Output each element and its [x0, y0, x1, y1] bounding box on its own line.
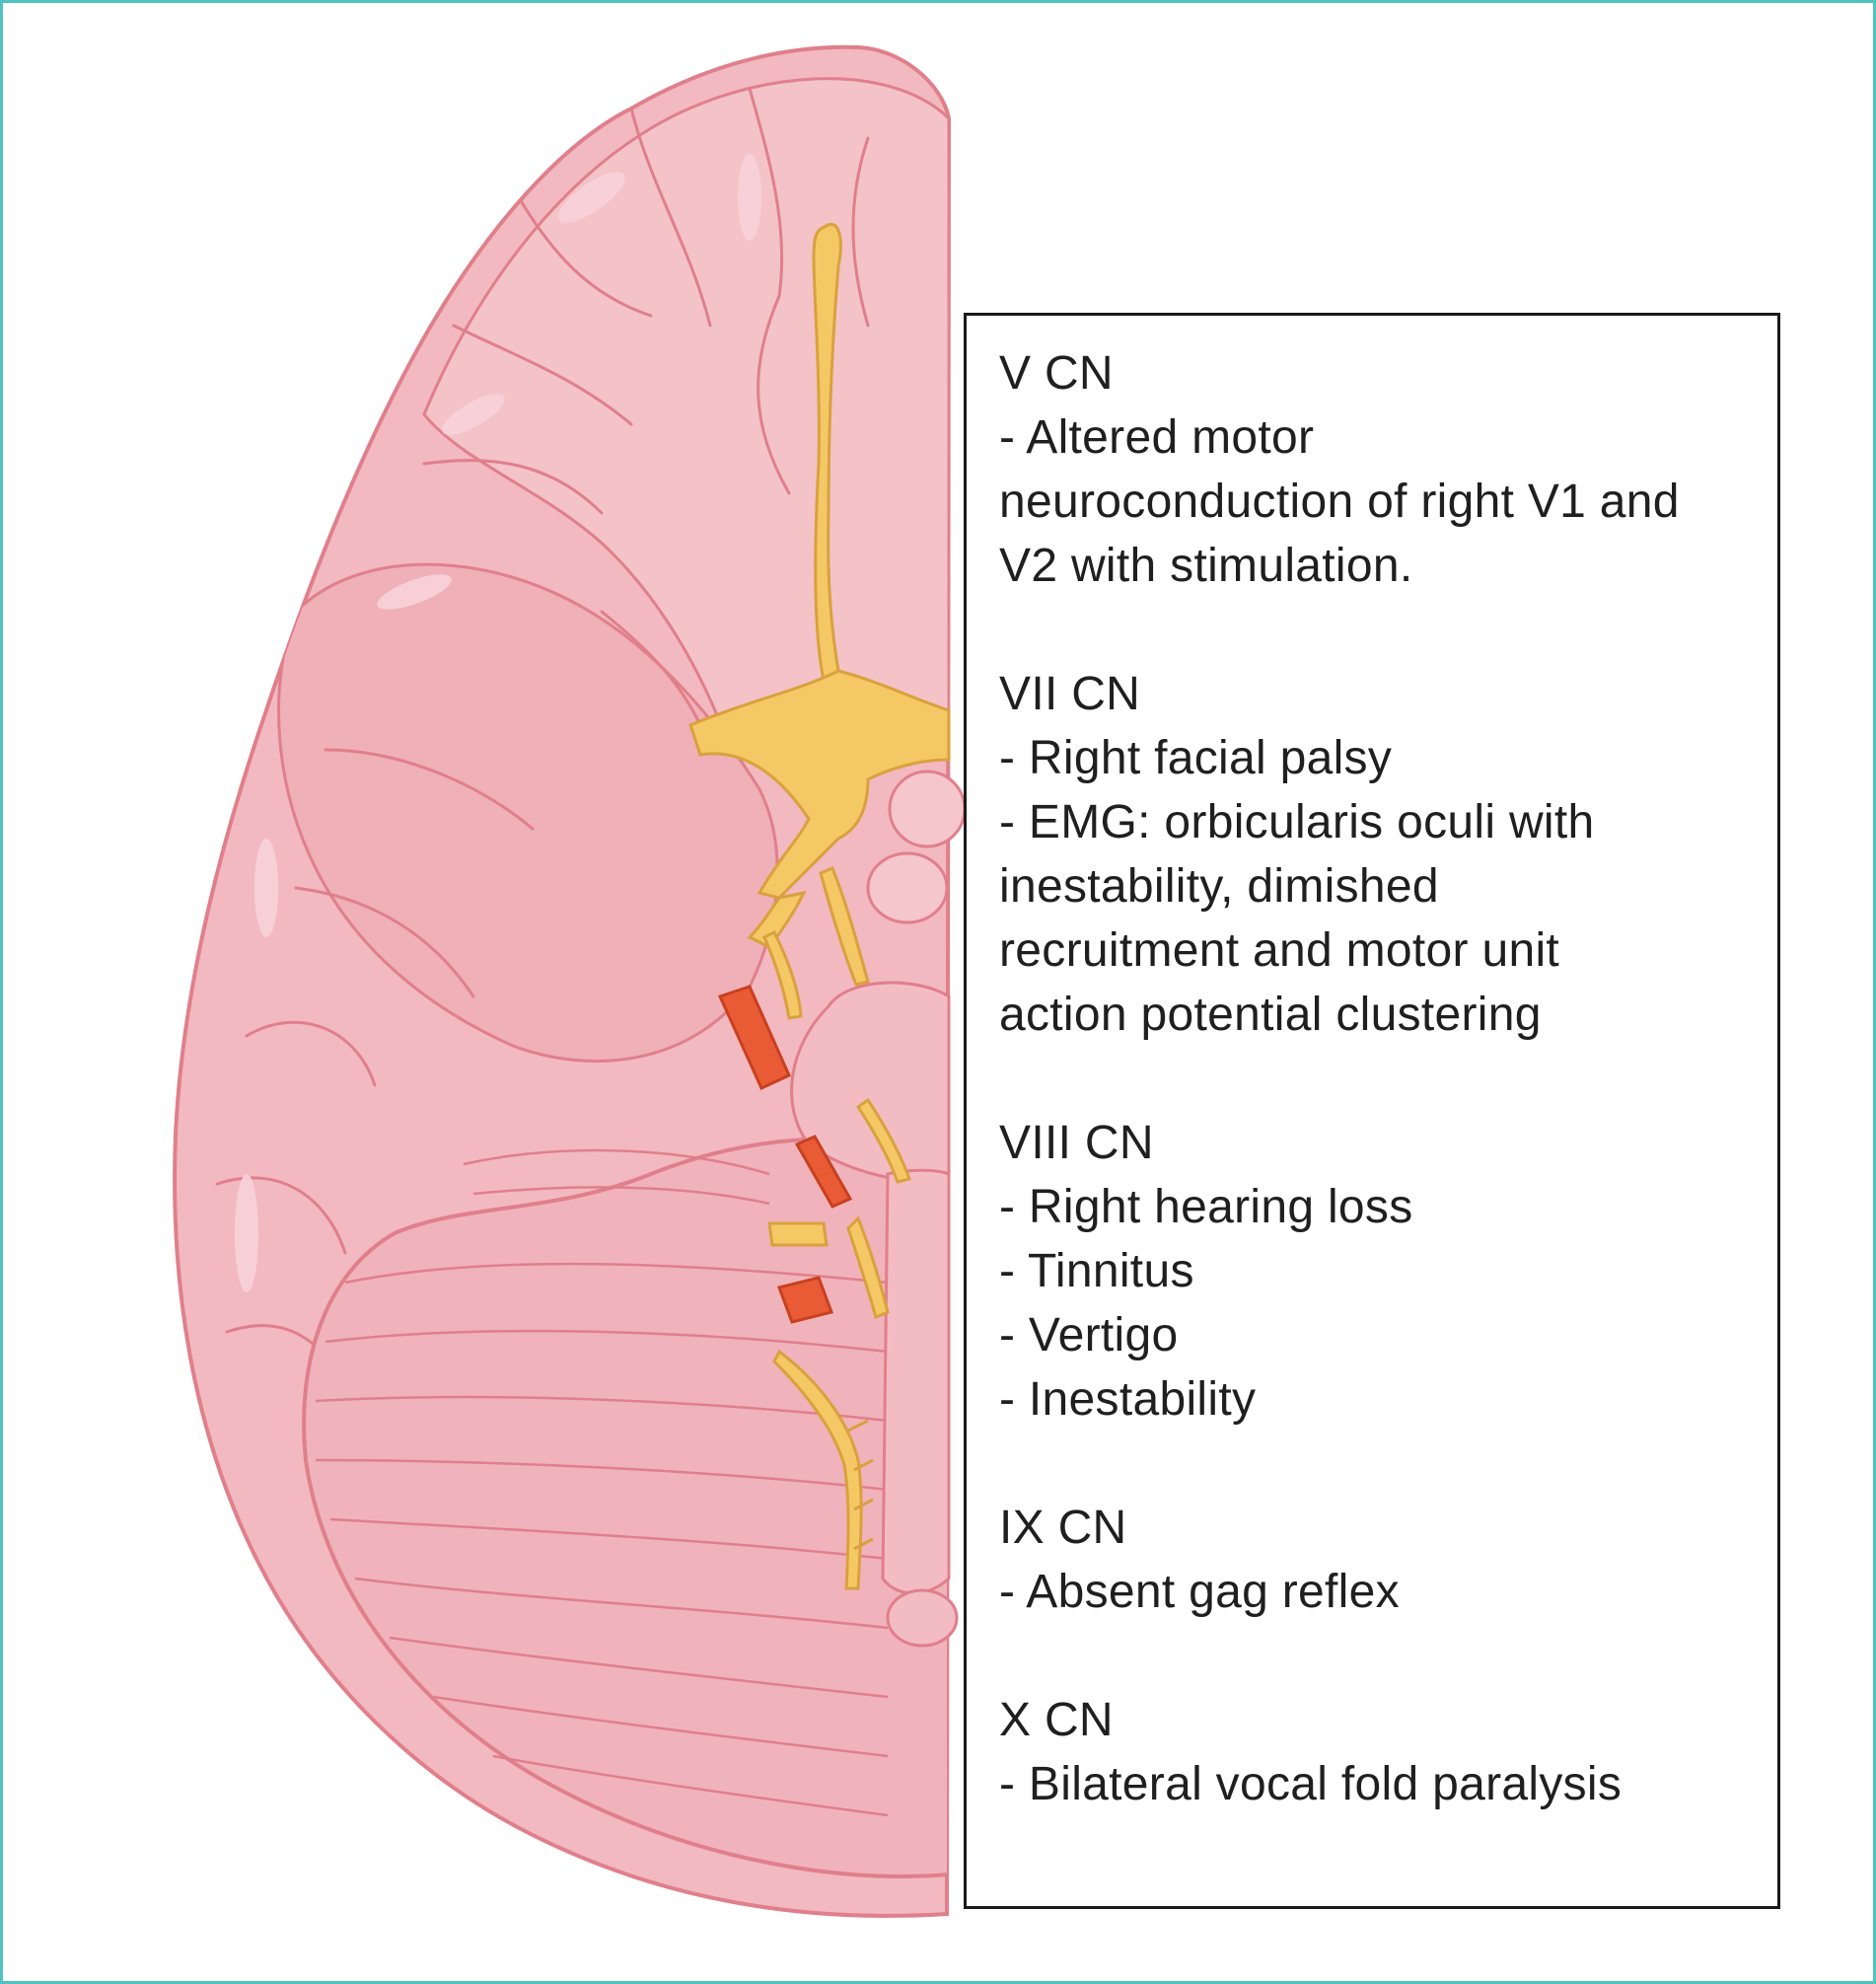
finding-line: - EMG: orbicularis oculi with: [999, 796, 1595, 848]
finding-line: - Vertigo: [999, 1309, 1179, 1361]
finding-line: - Right facial palsy: [999, 732, 1393, 784]
cerebellum: [302, 1137, 949, 1878]
optic-chiasm: [688, 669, 951, 900]
finding-section: VIII CN - Right hearing loss - Tinnitus …: [999, 1111, 1748, 1432]
findings-box: V CN - Altered motor neuroconduction of …: [964, 313, 1780, 1909]
nerve-iv: [762, 929, 803, 1020]
artery-lower: [777, 1276, 833, 1324]
finding-section: X CN - Bilateral vocal fold paralysis: [999, 1688, 1748, 1816]
cerebellar-folia: [315, 1148, 889, 1817]
finding-line: neuroconduction of right V1 and: [999, 476, 1680, 528]
finding-line: - Altered motor: [999, 411, 1315, 464]
finding-line: inestability, dimished: [999, 860, 1439, 913]
finding-title: X CN: [999, 1694, 1114, 1746]
glossopharyngeal-vagus: [772, 1349, 863, 1590]
trigeminal-vii-viii-root: [767, 1221, 829, 1247]
finding-section: VII CN - Right facial palsy - EMG: orbic…: [999, 662, 1748, 1047]
cranial-nerves: [688, 223, 951, 1590]
finding-line: - Bilateral vocal fold paralysis: [999, 1758, 1623, 1810]
facial-vestibulocochlear: [846, 1215, 890, 1320]
nerve-iii: [819, 866, 870, 987]
finding-line: V2 with stimulation.: [999, 540, 1413, 592]
finding-line: - Absent gag reflex: [999, 1566, 1400, 1618]
artery-upper: [717, 985, 791, 1090]
finding-section: IX CN - Absent gag reflex: [999, 1496, 1748, 1624]
finding-title: V CN: [999, 347, 1114, 400]
arteries: [717, 985, 853, 1324]
finding-line: - Right hearing loss: [999, 1181, 1413, 1233]
finding-title: VIII CN: [999, 1117, 1154, 1169]
nerve-vi: [855, 1097, 911, 1184]
finding-title: IX CN: [999, 1502, 1127, 1554]
finding-line: - Tinnitus: [999, 1245, 1194, 1297]
finding-title: VII CN: [999, 668, 1141, 720]
finding-line: action potential clustering: [999, 989, 1542, 1041]
finding-section: V CN - Altered motor neuroconduction of …: [999, 341, 1748, 598]
artery-middle: [794, 1135, 853, 1209]
finding-line: recruitment and motor unit: [999, 924, 1560, 977]
finding-line: - Inestability: [999, 1373, 1257, 1426]
brainstem: [790, 770, 967, 1648]
